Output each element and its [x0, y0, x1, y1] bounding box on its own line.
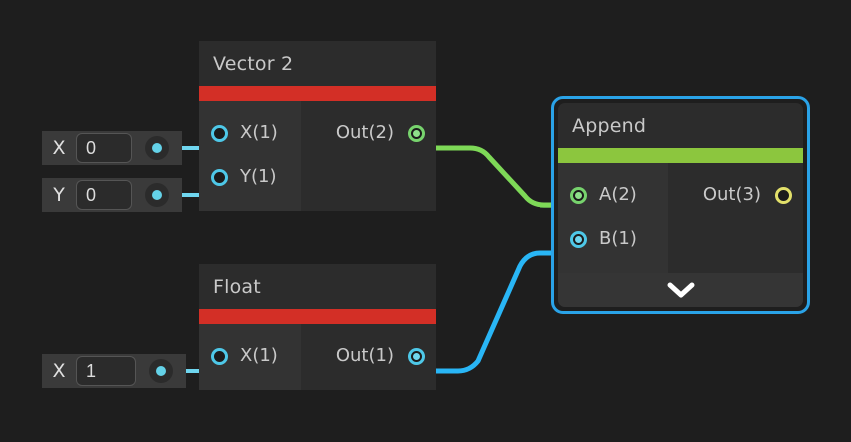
value-widget-label: Y [53, 183, 65, 206]
input-port-icon[interactable] [211, 124, 228, 142]
node-body: X(1) Out(1) [199, 324, 436, 390]
connector-dot-icon[interactable] [145, 183, 169, 207]
value-widget-label: X [52, 136, 66, 159]
node-expand-footer[interactable] [558, 273, 803, 307]
node-title: Append [572, 115, 647, 137]
port-row-float-out[interactable]: Out(1) [301, 334, 436, 378]
float-x-input[interactable] [76, 356, 136, 386]
float-x-port-area[interactable] [136, 359, 186, 383]
node-append-inner: Append A(2) B(1) Out(3) [558, 103, 803, 307]
node-accent-bar [558, 148, 803, 163]
node-input-column: A(2) B(1) [558, 163, 668, 273]
input-port-icon[interactable] [570, 230, 587, 248]
port-row-append-out[interactable]: Out(3) [668, 173, 803, 217]
vector2-x-input[interactable] [76, 133, 132, 163]
value-widget-vector2-x[interactable]: X [42, 131, 182, 165]
port-label: B(1) [599, 228, 637, 249]
output-port-icon[interactable] [408, 124, 425, 142]
port-label: X(1) [240, 345, 278, 366]
node-output-column: Out(1) [301, 324, 436, 390]
port-label: Out(2) [335, 122, 394, 143]
connector-dot-icon[interactable] [145, 136, 169, 160]
node-body: A(2) B(1) Out(3) [558, 163, 803, 273]
port-label: X(1) [240, 122, 278, 143]
port-row-append-a[interactable]: A(2) [558, 173, 668, 217]
vector2-y-port-area[interactable] [132, 183, 182, 207]
port-label: Y(1) [240, 166, 277, 187]
port-row-spacer [301, 155, 436, 199]
node-title: Float [213, 276, 261, 298]
input-port-icon[interactable] [211, 347, 228, 365]
port-row-spacer [668, 217, 803, 261]
node-output-column: Out(3) [668, 163, 803, 273]
node-vector2[interactable]: Vector 2 X(1) Y(1) Out(2) [199, 41, 436, 211]
port-label: Out(3) [702, 184, 761, 205]
output-port-icon[interactable] [775, 186, 792, 204]
vector2-x-port-area[interactable] [132, 136, 182, 160]
value-widget-float-x[interactable]: X [42, 354, 186, 388]
value-widget-label: X [52, 359, 66, 382]
connector-dot-icon[interactable] [149, 359, 173, 383]
node-output-column: Out(2) [301, 101, 436, 211]
vector2-y-input[interactable] [76, 180, 132, 210]
port-row-append-b[interactable]: B(1) [558, 217, 668, 261]
chevron-down-icon[interactable] [666, 281, 696, 299]
node-append[interactable]: Append A(2) B(1) Out(3) [551, 96, 810, 314]
node-float[interactable]: Float X(1) Out(1) [199, 264, 436, 390]
node-title: Vector 2 [213, 53, 294, 75]
node-body: X(1) Y(1) Out(2) [199, 101, 436, 211]
node-input-column: X(1) Y(1) [199, 101, 301, 211]
value-widget-vector2-y[interactable]: Y [42, 178, 182, 212]
port-row-vector2-y[interactable]: Y(1) [199, 155, 301, 199]
port-row-vector2-out[interactable]: Out(2) [301, 111, 436, 155]
output-port-icon[interactable] [408, 347, 425, 365]
node-accent-bar [199, 86, 436, 101]
port-row-float-x[interactable]: X(1) [199, 334, 301, 378]
node-input-column: X(1) [199, 324, 301, 390]
port-row-vector2-x[interactable]: X(1) [199, 111, 301, 155]
node-accent-bar [199, 309, 436, 324]
port-label: Out(1) [335, 345, 394, 366]
input-port-icon[interactable] [211, 168, 228, 186]
port-label: A(2) [599, 184, 637, 205]
input-port-icon[interactable] [570, 186, 587, 204]
